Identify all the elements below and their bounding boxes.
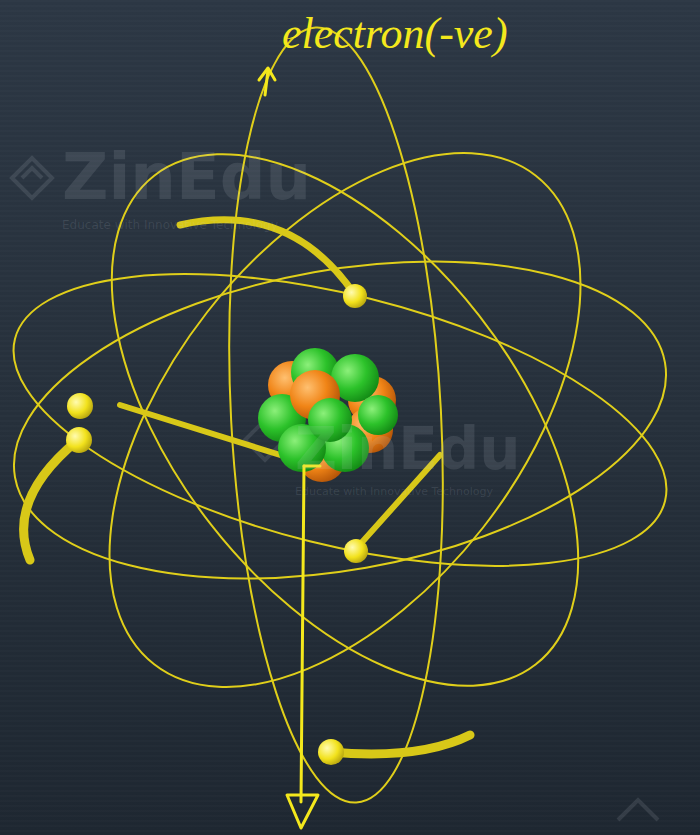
watermark-text: ZinEdu	[295, 415, 521, 483]
orbit-rings	[0, 22, 695, 808]
electron-annotation: electron(-ve)	[282, 8, 508, 59]
watermark-tagline: Educate with Innovative Technology	[62, 218, 278, 232]
watermark-logo	[12, 158, 658, 820]
electrons	[66, 284, 368, 765]
watermark-text: ZinEdu	[62, 140, 311, 214]
watermark-tagline: Educate with Innovative Technology	[295, 485, 493, 498]
